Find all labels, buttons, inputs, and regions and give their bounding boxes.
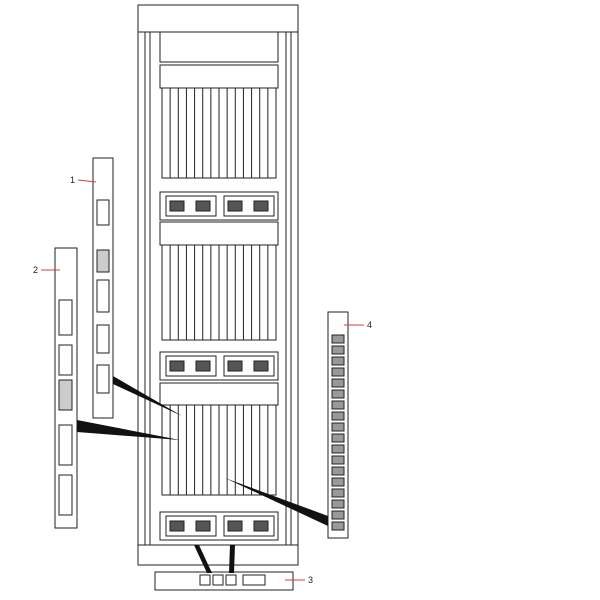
board-4-port [331, 345, 345, 355]
board-4-port [331, 422, 345, 432]
module-connector [227, 200, 243, 212]
module-connector [227, 360, 243, 372]
module-connector [227, 520, 243, 532]
module-connector [169, 360, 185, 372]
module-connector [195, 520, 211, 532]
board-2-port [58, 424, 73, 466]
module-connector [195, 360, 211, 372]
board-4-port [331, 466, 345, 476]
callout-3: 3 [308, 575, 313, 585]
board-3-port [225, 574, 237, 586]
wedge-board-3 [194, 545, 212, 573]
board-4-port [331, 356, 345, 366]
wedge-board-1 [113, 376, 182, 416]
board-2-port [58, 344, 73, 376]
wedge-board-2 [77, 420, 180, 440]
board-2-port [58, 299, 73, 336]
module-connector [253, 360, 269, 372]
cabinet-plinth [137, 544, 299, 566]
board-1-port [96, 364, 110, 394]
board-1-port [96, 279, 110, 313]
shelf-top-blank [159, 64, 279, 89]
board-4-port [331, 400, 345, 410]
board-4-port [331, 455, 345, 465]
shelf-top-blank [159, 221, 279, 246]
cabinet-top-cap [137, 4, 299, 33]
board-3 [154, 571, 294, 591]
module-connector [195, 200, 211, 212]
board-4-port [331, 334, 345, 344]
connector-wedges [77, 376, 328, 573]
board-4-port [331, 510, 345, 520]
board-2-port [58, 474, 73, 516]
board-3-port [199, 574, 211, 586]
board-4-port [331, 521, 345, 531]
cabinet-rack [137, 4, 299, 566]
board-2-label [58, 379, 73, 411]
wedge-board-3 [229, 545, 235, 573]
callout-leaders [41, 179, 364, 581]
board-2 [54, 247, 78, 529]
callout-1: 1 [70, 175, 75, 185]
board-4-port [331, 411, 345, 421]
board-4-port [331, 444, 345, 454]
board-1 [92, 157, 114, 419]
module-connector [169, 520, 185, 532]
board-4-port [331, 367, 345, 377]
wedge-board-4 [225, 478, 328, 526]
callout-2: 2 [33, 265, 38, 275]
board-1-label [96, 249, 110, 273]
shelf-top-blank [159, 382, 279, 406]
board-4-port [331, 389, 345, 399]
leader-1 [77, 179, 97, 183]
board-4-port [331, 433, 345, 443]
board-1-port [96, 199, 110, 226]
board-4-port [331, 499, 345, 509]
module-connector [253, 520, 269, 532]
board-3-port [242, 574, 266, 586]
board-1-port [96, 324, 110, 354]
board-4-port [331, 488, 345, 498]
board-4-port [331, 378, 345, 388]
power-distribution-box [159, 31, 279, 63]
board-4 [327, 311, 349, 539]
callout-4: 4 [367, 320, 372, 330]
module-connector [169, 200, 185, 212]
board-3-port [212, 574, 224, 586]
board-4-port [331, 477, 345, 487]
board-3-panel [154, 571, 294, 591]
module-connector [253, 200, 269, 212]
